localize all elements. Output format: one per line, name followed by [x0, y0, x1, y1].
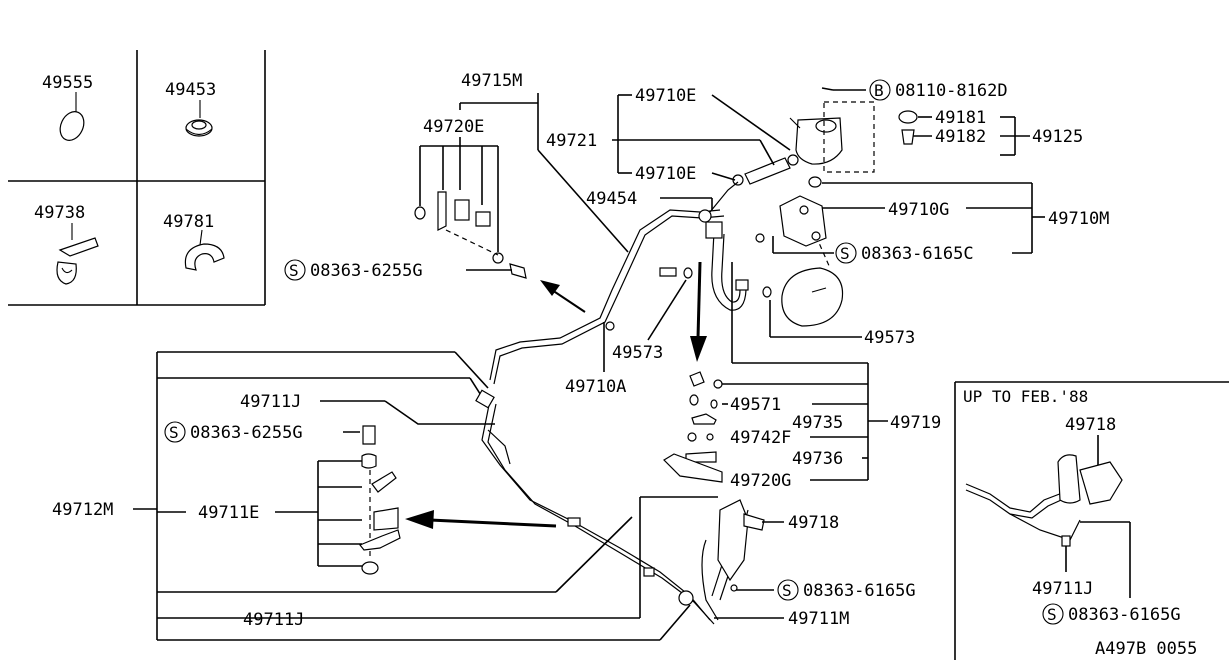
bolt-08363-6255G-upper[interactable]: S 08363-6255G	[284, 259, 512, 281]
part-number-49453: 49453	[165, 80, 216, 100]
clamp-49738-icon	[56, 237, 99, 285]
part-number-49711E: 49711E	[198, 503, 259, 523]
part-number-49718: 49718	[788, 513, 839, 533]
bolt-08110-8162D[interactable]: B 08110-8162D	[869, 79, 1008, 101]
part-number-49721: 49721	[546, 131, 597, 151]
inset-up-to-feb-88: UP TO FEB.'88 49718 49711J S 08363-6165G	[954, 381, 1229, 660]
reservoir-tank-49125	[789, 101, 875, 173]
part-number-49573-right: 49573	[864, 328, 915, 348]
bracket-frame-49712M	[133, 351, 718, 641]
small-parts-grid	[8, 50, 266, 306]
bracket-49715M	[419, 93, 629, 253]
part-number-49735: 49735	[792, 413, 843, 433]
receiver-drier-49573	[762, 235, 844, 327]
part-number-49736: 49736	[792, 449, 843, 469]
clip-set-49719	[663, 371, 723, 483]
s-circle-letter: S	[169, 423, 179, 442]
bolt-08363-6255G-lower[interactable]: S 08363-6255G	[164, 421, 303, 443]
inset-part-number-49711J: 49711J	[1032, 579, 1093, 599]
bracket-49719	[722, 262, 888, 481]
part-number-08363-6165G: 08363-6165G	[803, 581, 916, 601]
inset-part-number-08363-6165G: 08363-6165G	[1068, 605, 1181, 625]
part-number-49182: 49182	[935, 127, 986, 147]
part-number-49712M: 49712M	[52, 500, 113, 520]
leader-49573-left	[647, 267, 693, 341]
part-cell-49781[interactable]: 49781	[163, 212, 225, 271]
part-number-49710M: 49710M	[1048, 209, 1109, 229]
part-number-49720G: 49720G	[730, 471, 791, 491]
part-number-49710E-top: 49710E	[635, 86, 696, 106]
b-circle-letter: B	[874, 81, 884, 100]
part-number-49720E: 49720E	[423, 117, 484, 137]
part-number-49555: 49555	[42, 73, 93, 93]
leaders-top-right	[612, 87, 1045, 338]
part-number-49715M: 49715M	[461, 71, 522, 91]
part-number-49742F: 49742F	[730, 428, 791, 448]
s-circle-letter: S	[840, 244, 850, 263]
clip-set-49711E	[359, 425, 401, 575]
filter-49182-icon	[901, 129, 915, 145]
part-number-49711J-top: 49711J	[240, 392, 301, 412]
part-number-08363-6255G-upper: 08363-6255G	[310, 261, 423, 281]
part-cell-49555[interactable]: 49555	[42, 73, 93, 144]
part-number-49738: 49738	[34, 203, 85, 223]
part-number-49711M: 49711M	[788, 609, 849, 629]
figure-code: A497B 0055	[1095, 639, 1197, 659]
hose-49721	[698, 154, 799, 223]
bracket-49710G	[755, 176, 827, 247]
s-circle-letter: S	[782, 581, 792, 600]
arrow-to-49720E-icon	[540, 280, 586, 313]
bolt-08363-6165C[interactable]: S 08363-6165C	[835, 242, 974, 264]
part-cell-49453[interactable]: 49453	[165, 80, 216, 137]
part-number-49571: 49571	[730, 395, 781, 415]
part-number-49781: 49781	[163, 212, 214, 232]
part-number-49181: 49181	[935, 108, 986, 128]
inset-part-number-49718: 49718	[1065, 415, 1116, 435]
cap-49181-icon	[898, 110, 918, 124]
grommet-49453-icon	[185, 119, 213, 137]
part-number-49710G: 49710G	[888, 200, 949, 220]
part-number-08363-6255G-lower: 08363-6255G	[190, 423, 303, 443]
part-number-49125: 49125	[1032, 127, 1083, 147]
s-circle-letter: S	[289, 261, 299, 280]
part-number-08363-6165C: 08363-6165C	[861, 244, 974, 264]
plug-49555-icon	[59, 111, 85, 141]
hose-assembly	[705, 221, 749, 311]
inset-title: UP TO FEB.'88	[963, 387, 1088, 406]
part-number-49454: 49454	[586, 189, 637, 209]
bracket-49718	[701, 499, 784, 621]
part-number-49719: 49719	[890, 413, 941, 433]
part-number-49710A: 49710A	[565, 377, 626, 397]
bolt-08363-6165G[interactable]: S 08363-6165G	[777, 579, 916, 601]
part-number-49710E-mid: 49710E	[635, 164, 696, 184]
part-number-49573-left: 49573	[612, 343, 663, 363]
protector-49781-icon	[184, 243, 225, 271]
s-circle-letter: S	[1047, 605, 1057, 624]
clip-set-49720E	[414, 191, 527, 279]
part-cell-49738[interactable]: 49738	[34, 203, 99, 285]
arrow-down-icon	[690, 261, 707, 362]
part-number-08110-8162D: 08110-8162D	[895, 81, 1008, 101]
arrow-to-49711E-icon	[405, 510, 557, 529]
part-number-49711J-bottom: 49711J	[243, 610, 304, 630]
